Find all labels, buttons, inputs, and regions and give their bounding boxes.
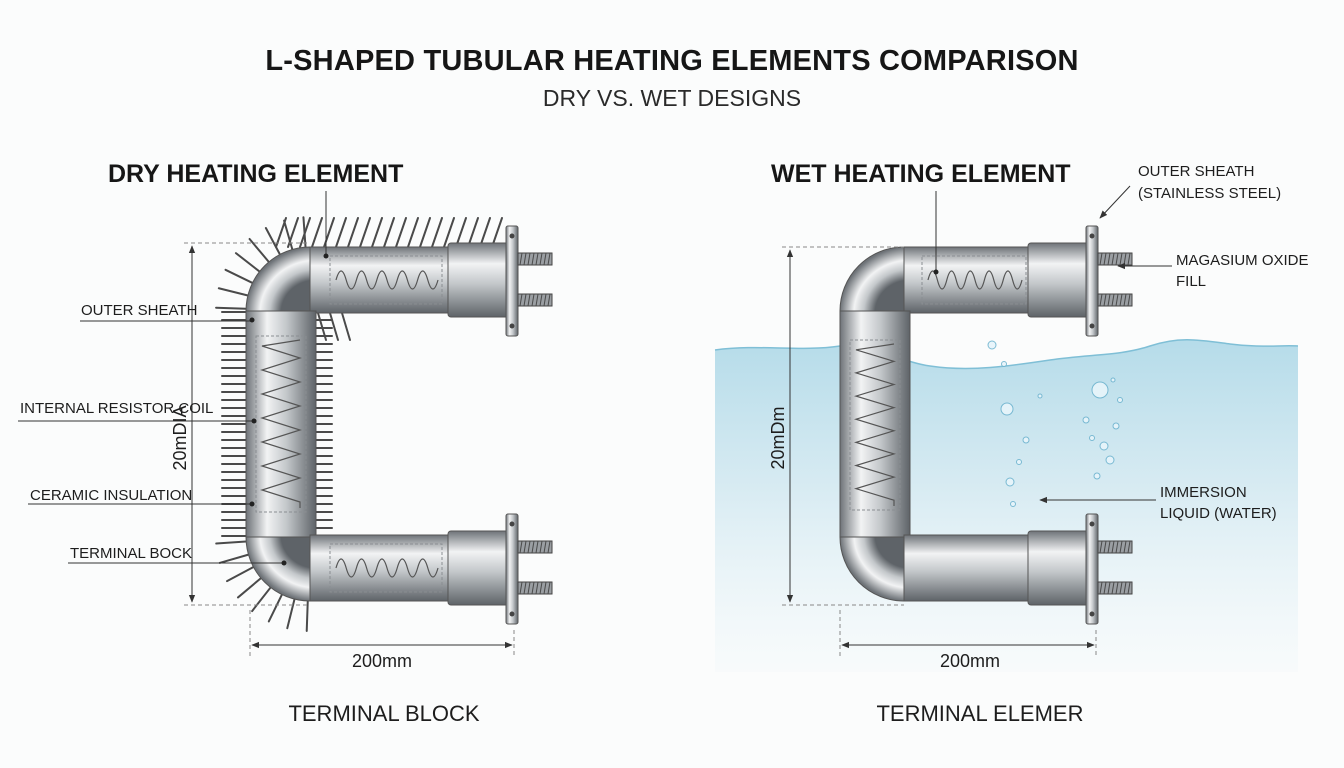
wet-dim-horizontal: 200mm — [940, 651, 1000, 671]
wet-label-immersion-liquid-2: LIQUID (WATER) — [1160, 505, 1277, 522]
wet-label-immersion-liquid: IMMERSION — [1160, 484, 1247, 501]
dry-label-ceramic-insulation: CERAMIC INSULATION — [30, 487, 192, 504]
dry-heading: DRY HEATING ELEMENT — [108, 160, 403, 188]
dry-footer: TERMINAL BLOCK — [288, 701, 479, 726]
wet-label-mgo-fill-2: FILL — [1176, 273, 1206, 290]
dry-dim-vertical: 20mDIA — [170, 405, 190, 470]
wet-panel: WET HEATING ELEMENT 20mDm — [714, 160, 1309, 726]
wet-dim-vertical: 20mDm — [768, 406, 788, 469]
dry-label-terminal-bock: TERMINAL BOCK — [70, 545, 192, 562]
wet-label-outer-sheath-material: (STAINLESS STEEL) — [1138, 185, 1281, 202]
dry-label-resistor-coil: INTERNAL RESISTOR COIL — [20, 400, 213, 417]
dry-element — [245, 225, 553, 625]
dry-panel: DRY HEATING ELEMENT — [18, 160, 553, 726]
page-subtitle: DRY VS. WET DESIGNS — [543, 85, 801, 111]
page-title: L-SHAPED TUBULAR HEATING ELEMENTS COMPAR… — [265, 45, 1078, 77]
wet-element — [839, 225, 1133, 625]
wet-footer: TERMINAL ELEMER — [876, 701, 1083, 726]
dry-dim-horizontal: 200mm — [352, 651, 412, 671]
water-bubbles — [987, 340, 1123, 507]
wet-heading: WET HEATING ELEMENT — [771, 160, 1071, 188]
cooling-fins — [215, 216, 503, 632]
wet-label-mgo-fill: MAGASIUM OXIDE — [1176, 252, 1309, 269]
dry-label-outer-sheath: OUTER SHEATH — [81, 302, 197, 319]
wet-label-outer-sheath: OUTER SHEATH — [1138, 163, 1254, 180]
